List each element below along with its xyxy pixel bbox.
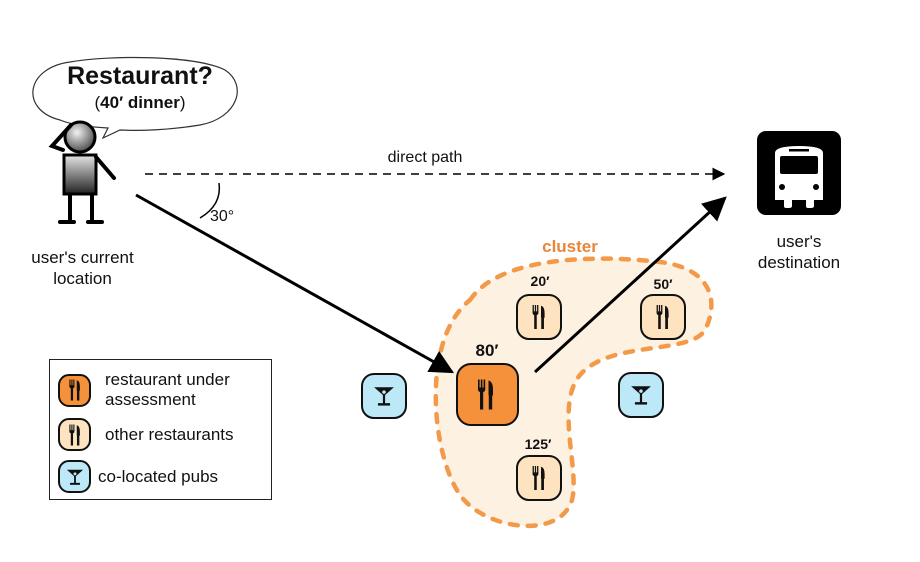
legend-label-pubs: co-located pubs xyxy=(98,466,219,486)
bubble-question: Restaurant? xyxy=(67,62,213,90)
user-location-label: user's current location xyxy=(10,247,155,289)
restaurant-20-time: 20′ xyxy=(530,273,550,289)
angle-label: 30° xyxy=(210,208,235,225)
destination-label-line1: user's xyxy=(776,232,822,251)
detour-path-to-restaurant xyxy=(135,193,455,374)
user-label-line1: user's current xyxy=(31,248,134,267)
restaurant-80-time: 80′ xyxy=(475,341,499,360)
legend-item-other: other restaurants xyxy=(58,418,234,451)
detour-path-to-destination xyxy=(533,196,727,374)
pub-left[interactable] xyxy=(361,373,407,419)
restaurant-20[interactable] xyxy=(516,294,562,340)
destination-label-line2: destination xyxy=(757,253,841,272)
bubble-detail-close: ) xyxy=(179,93,186,112)
user-figure-icon xyxy=(48,120,116,224)
legend-label-assessed-line2: assessment xyxy=(105,390,196,409)
bubble-detail-open: ( xyxy=(94,93,101,112)
restaurant-50[interactable] xyxy=(640,294,686,340)
restaurant-125-time: 125′ xyxy=(524,436,552,452)
restaurant-125[interactable] xyxy=(516,455,562,501)
cocktail-icon xyxy=(58,460,91,493)
bubble-detail: (40′ dinner) xyxy=(45,93,235,113)
restaurant-50-time: 50′ xyxy=(653,276,673,292)
fork-knife-icon xyxy=(58,373,91,407)
user-label-line2: location xyxy=(53,269,112,288)
legend-label-other: other restaurants xyxy=(105,424,234,444)
legend-item-pubs: co-located pubs xyxy=(58,460,218,493)
direct-path-label: direct path xyxy=(387,149,463,166)
restaurant-under-assessment[interactable] xyxy=(456,363,519,426)
fork-knife-icon xyxy=(58,418,91,451)
cluster-label: cluster xyxy=(542,237,598,256)
legend-label-assessed-line1: restaurant under xyxy=(105,370,230,389)
legend: restaurant under assessment other restau… xyxy=(49,359,272,500)
destination-label: user's destination xyxy=(740,231,858,273)
bus-icon xyxy=(757,131,841,215)
legend-item-assessed: restaurant under assessment xyxy=(58,370,230,410)
speech-bubble xyxy=(32,56,238,140)
angle-arc xyxy=(199,182,221,219)
pub-right[interactable] xyxy=(618,372,664,418)
bubble-detail-bold: 40′ dinner xyxy=(100,93,180,112)
